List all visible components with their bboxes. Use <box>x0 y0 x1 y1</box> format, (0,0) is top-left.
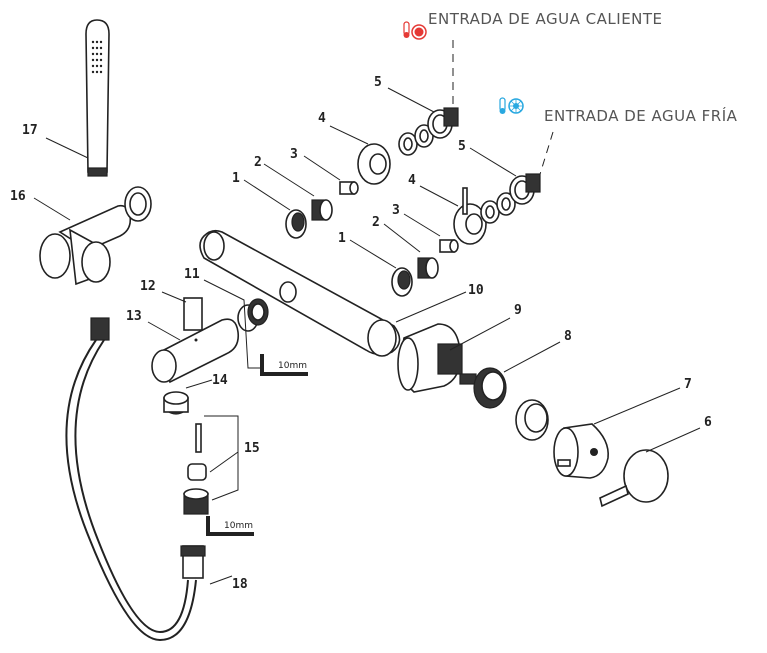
callout-3-lower: 3 <box>392 203 400 218</box>
temperature-limiter <box>553 423 609 479</box>
hex-key-icon: 10mm <box>206 516 254 536</box>
hot-inlet-union <box>311 199 333 221</box>
hot-inlet-escutcheon <box>285 209 307 239</box>
callout-7: 7 <box>684 377 692 392</box>
hot-inlet-washers <box>398 124 434 156</box>
callout-9: 9 <box>514 303 522 318</box>
shower-hose <box>65 317 206 642</box>
mixer-body <box>199 229 401 357</box>
callout-8: 8 <box>564 329 572 344</box>
thermometer-cold-icon <box>499 97 524 114</box>
callout-16: 16 <box>10 189 26 204</box>
callout-5-upper: 5 <box>374 75 382 90</box>
thermostat-handle <box>599 449 669 508</box>
outlet-connector <box>237 298 269 332</box>
callout-11: 11 <box>184 267 200 282</box>
hot-inlet-label: ENTRADA DE AGUA CALIENTE <box>428 10 663 28</box>
hot-inlet-eccentric <box>427 107 459 139</box>
diverter-pin-set <box>183 423 209 515</box>
callout-2-lower: 2 <box>372 215 380 230</box>
outlet-nut <box>163 391 189 415</box>
hot-inlet-legend: ENTRADA DE AGUA CALIENTE <box>403 10 663 40</box>
shower-holder <box>39 186 152 286</box>
thermometer-hot-icon <box>403 21 427 40</box>
cold-inlet-cover <box>453 187 487 245</box>
cold-inlet-eccentric <box>509 173 541 205</box>
thermostatic-cartridge <box>397 323 477 393</box>
callout-1-lower: 1 <box>338 231 346 246</box>
callout-4-lower: 4 <box>408 173 416 188</box>
cold-inlet-union <box>417 257 439 279</box>
cold-inlet-legend: ENTRADA DE AGUA FRÍA <box>499 97 738 125</box>
hex-key-size-label: 10mm <box>278 361 307 371</box>
callout-12: 12 <box>140 279 156 294</box>
callout-14: 14 <box>212 373 228 388</box>
hand-shower <box>85 19 110 177</box>
callout-17: 17 <box>22 123 38 138</box>
callout-6: 6 <box>704 415 712 430</box>
cold-inlet-label: ENTRADA DE AGUA FRÍA <box>544 106 738 125</box>
adapter-ring <box>515 399 549 441</box>
callout-4-upper: 4 <box>318 111 326 126</box>
callout-3-upper: 3 <box>290 147 298 162</box>
hot-inlet-nipple <box>339 181 359 195</box>
hot-inlet-cover <box>357 143 391 185</box>
hex-key-icon: 10mm <box>260 354 308 376</box>
hex-key-size-label: 10mm <box>224 521 253 531</box>
callout-1-upper: 1 <box>232 171 240 186</box>
cold-inlet-escutcheon <box>391 267 413 297</box>
cold-inlet-nipple <box>439 239 459 253</box>
callout-5-lower: 5 <box>458 139 466 154</box>
callout-18: 18 <box>232 577 248 592</box>
callout-15: 15 <box>244 441 260 456</box>
cold-inlet-washers <box>480 192 516 224</box>
cartridge-nut <box>473 367 507 409</box>
outlet-body <box>151 297 240 384</box>
callout-10: 10 <box>468 283 484 298</box>
callout-2-upper: 2 <box>254 155 262 170</box>
callout-13: 13 <box>126 309 142 324</box>
